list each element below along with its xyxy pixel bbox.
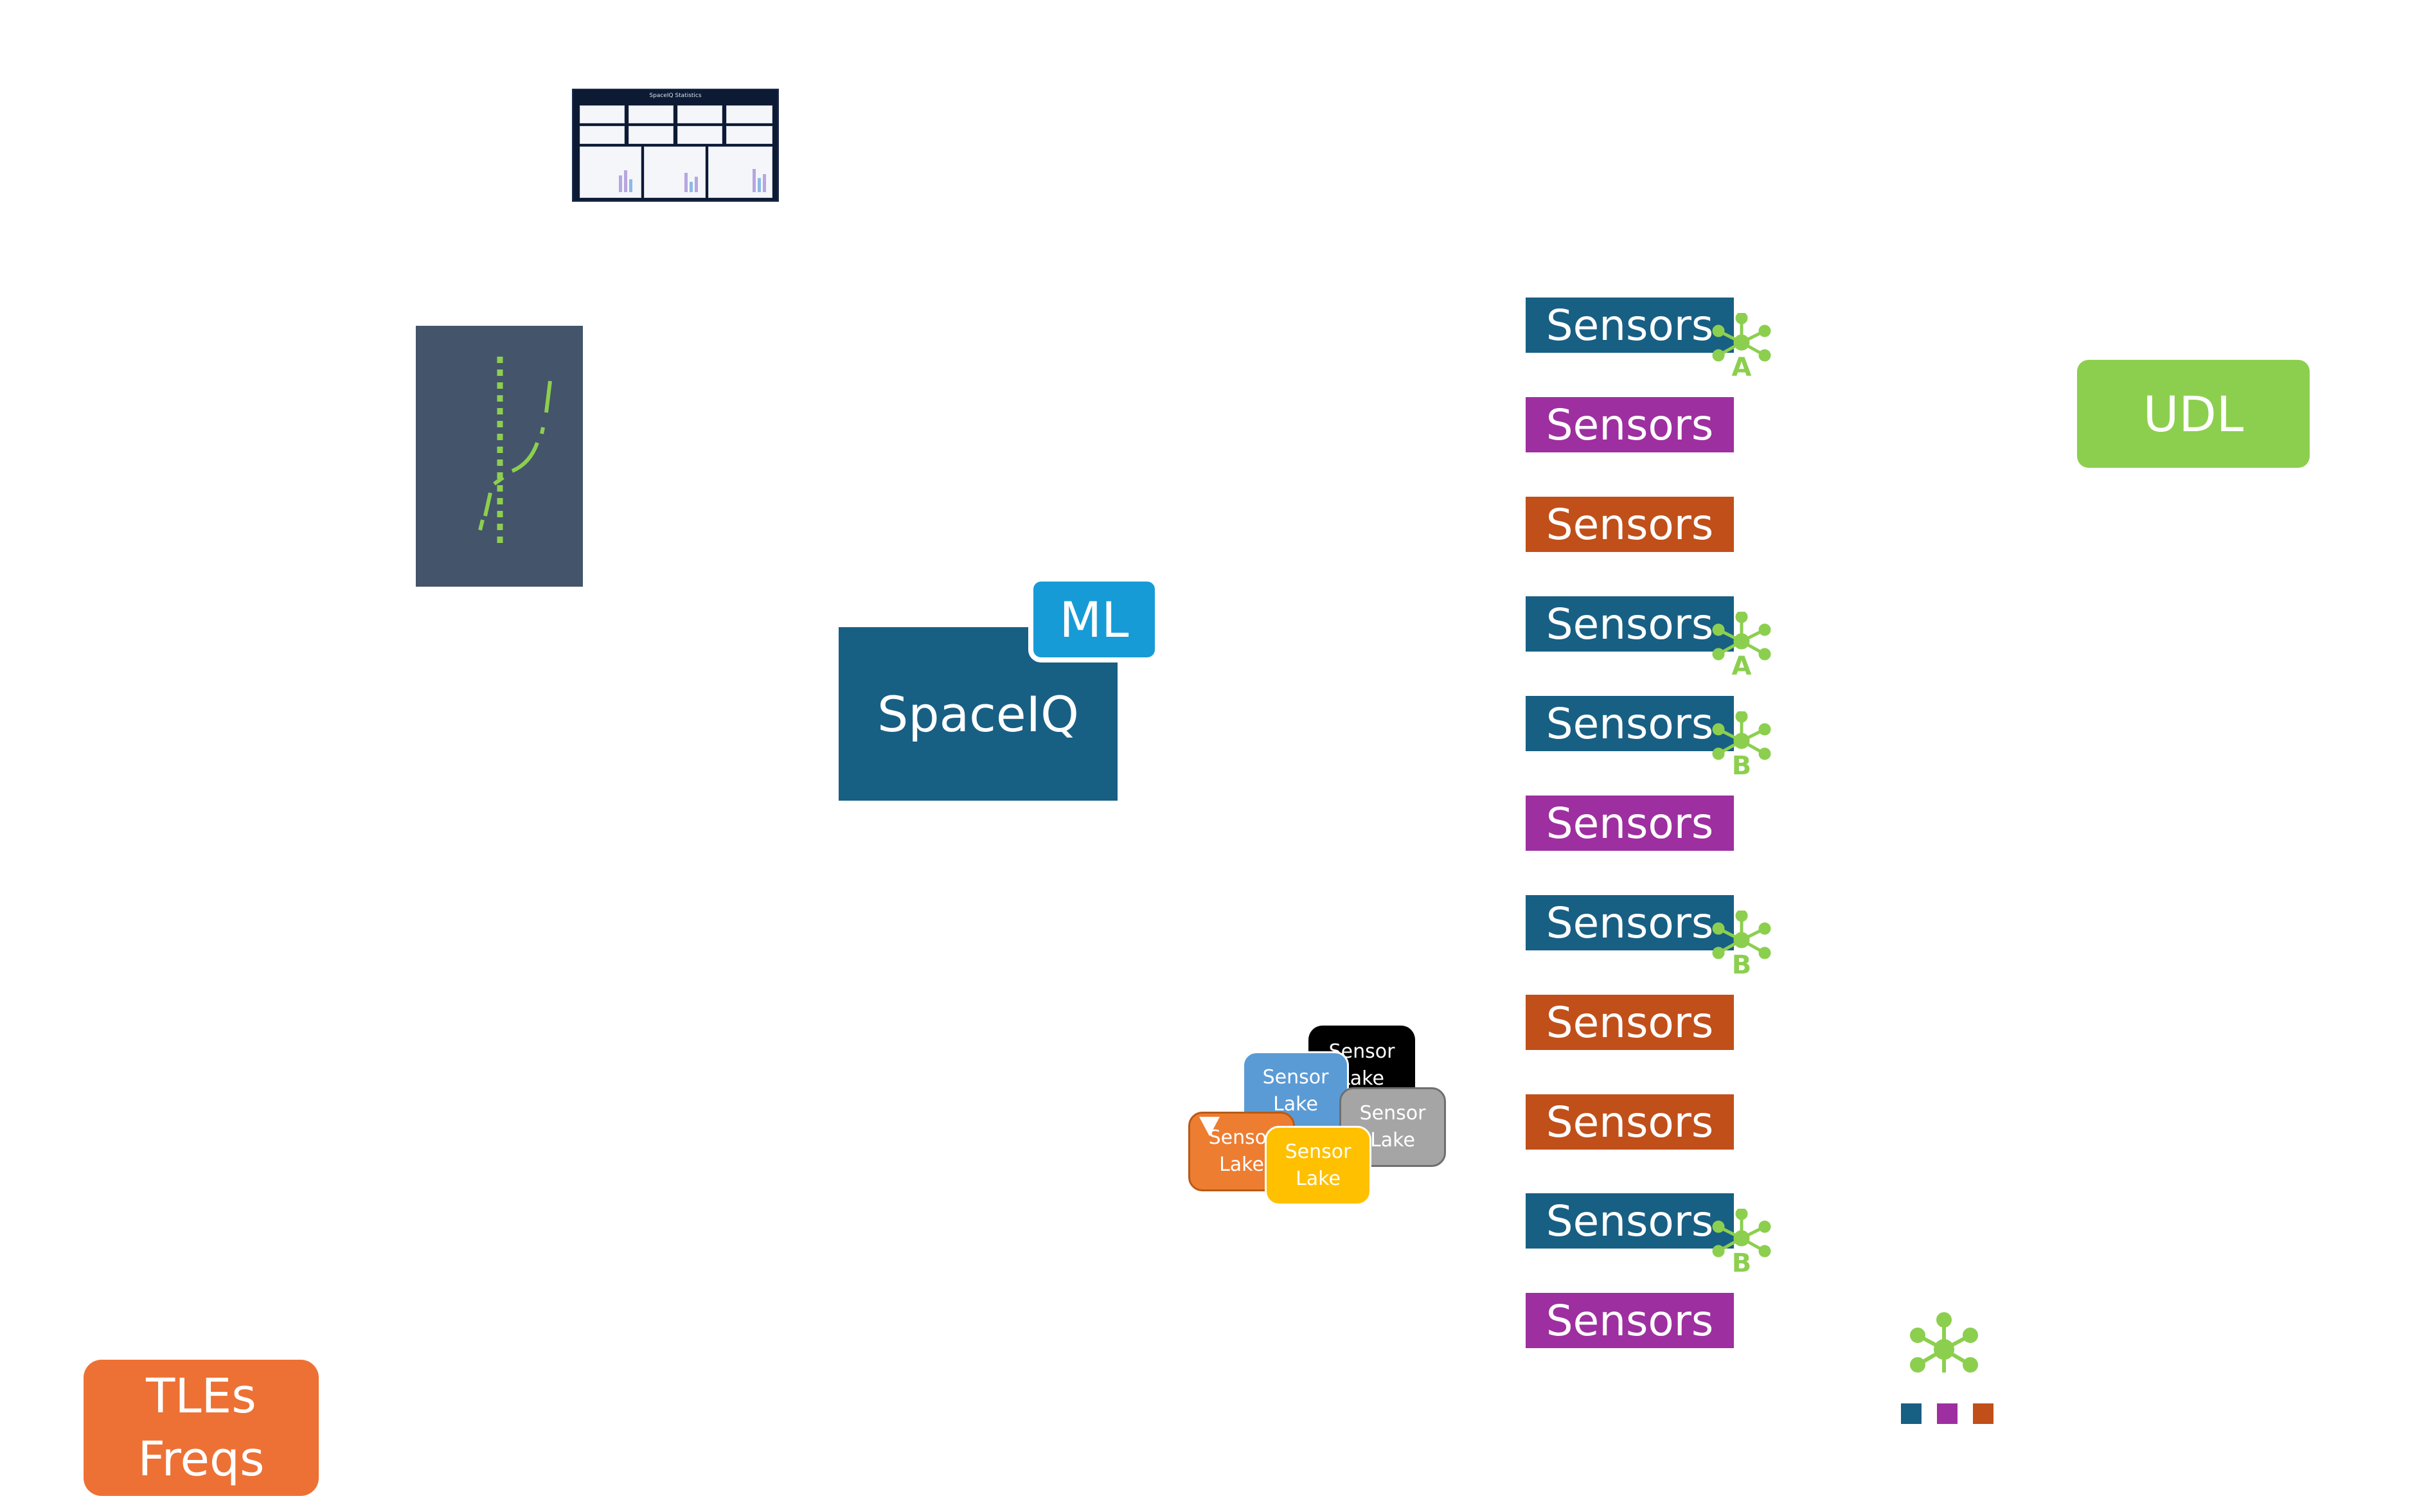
sensors-box: Sensors — [1526, 298, 1734, 353]
dashboard-stat-card — [629, 105, 673, 123]
udl-label: UDL — [2143, 385, 2244, 443]
network-badge-letter: A — [1732, 353, 1752, 380]
network-badge-letter: B — [1732, 751, 1752, 778]
sensors-box: Sensors — [1526, 995, 1734, 1050]
sensor-lake-label: Lake — [1296, 1168, 1341, 1190]
sensor-lake-label: Sensor — [1208, 1126, 1275, 1149]
ml-label: ML — [1059, 591, 1129, 648]
dashboard-chart-card — [644, 147, 706, 198]
sensor-lake-blue: Sensor Lake — [1242, 1051, 1349, 1131]
sensors-label: Sensors — [1546, 1097, 1714, 1147]
network-badge-letter: A — [1732, 652, 1752, 679]
sensor-lake-label: Sensor — [1285, 1141, 1351, 1163]
sensors-label: Sensors — [1546, 898, 1714, 948]
sensors-box: Sensors — [1526, 895, 1734, 950]
sensor-lake-yellow: Sensor Lake — [1265, 1126, 1371, 1205]
spaceiq-label: SpaceIQ — [877, 685, 1079, 743]
sensors-label: Sensors — [1546, 300, 1714, 350]
network-badge-icon: A — [1712, 612, 1771, 679]
sensors-box: Sensors — [1526, 1094, 1734, 1150]
sensors-box: Sensors — [1526, 1193, 1734, 1249]
network-badge-icon: A — [1712, 313, 1771, 380]
dashboard-stat-card — [726, 126, 772, 144]
network-badge-icon: B — [1712, 1209, 1771, 1276]
down-arrow-icon — [1199, 1117, 1220, 1136]
sensors-box: Sensors — [1526, 1293, 1734, 1348]
dashboard-stat-card — [726, 105, 772, 123]
sensors-label: Sensors — [1546, 499, 1714, 549]
sensors-box: Sensors — [1526, 696, 1734, 751]
dashboard-title: SpaceIQ Statistics — [649, 93, 702, 99]
freqs-label: Freqs — [138, 1432, 265, 1487]
sensor-lake-label: Lake — [1370, 1129, 1415, 1152]
sensors-box: Sensors — [1526, 796, 1734, 851]
sensor-lake-label: Lake — [1219, 1153, 1264, 1176]
dashboard-stat-card — [677, 126, 722, 144]
sensors-label: Sensors — [1546, 997, 1714, 1047]
dashboard-stat-card — [580, 126, 625, 144]
sensors-box: Sensors — [1526, 397, 1734, 452]
network-badge-icon: B — [1712, 911, 1771, 977]
dashboard-stat-card — [629, 126, 673, 144]
network-node-icon — [1910, 1312, 1978, 1373]
dashboard-mini-chart — [619, 170, 632, 192]
dashboard-thumbnail: SpaceIQ Statistics — [572, 89, 779, 202]
sensors-label: Sensors — [1546, 400, 1714, 450]
sensors-label: Sensors — [1546, 1295, 1714, 1346]
legend-swatch-purple — [1937, 1403, 1958, 1424]
dashboard-chart-card — [580, 147, 641, 198]
legend-swatch-orange — [1973, 1403, 1993, 1424]
sensors-label: Sensors — [1546, 599, 1714, 649]
sensor-lake-label: Sensor — [1359, 1102, 1426, 1125]
udl-box: UDL — [2077, 360, 2310, 468]
dashboard-stat-card — [580, 105, 625, 123]
trace-panel — [416, 326, 583, 587]
dashboard-chart-card — [708, 147, 772, 198]
sensors-label: Sensors — [1546, 1196, 1714, 1246]
dashboard-mini-chart — [684, 173, 698, 192]
network-badge-letter: B — [1732, 950, 1752, 977]
sensors-box: Sensors — [1526, 596, 1734, 652]
network-badge-icon: B — [1712, 711, 1771, 778]
network-badge-letter: B — [1732, 1249, 1752, 1276]
dashboard-stat-card — [677, 105, 722, 123]
ml-badge: ML — [1028, 576, 1160, 663]
legend-swatch-blue — [1901, 1403, 1922, 1424]
tles-label: TLEs — [146, 1369, 256, 1424]
sensor-lake-label: Sensor — [1262, 1066, 1329, 1089]
sensors-label: Sensors — [1546, 698, 1714, 749]
sensors-box: Sensors — [1526, 497, 1734, 552]
trace-plot — [478, 357, 552, 544]
sensors-label: Sensors — [1546, 798, 1714, 848]
dashboard-mini-chart — [753, 169, 766, 192]
tles-freqs-box: TLEs Freqs — [84, 1360, 319, 1496]
